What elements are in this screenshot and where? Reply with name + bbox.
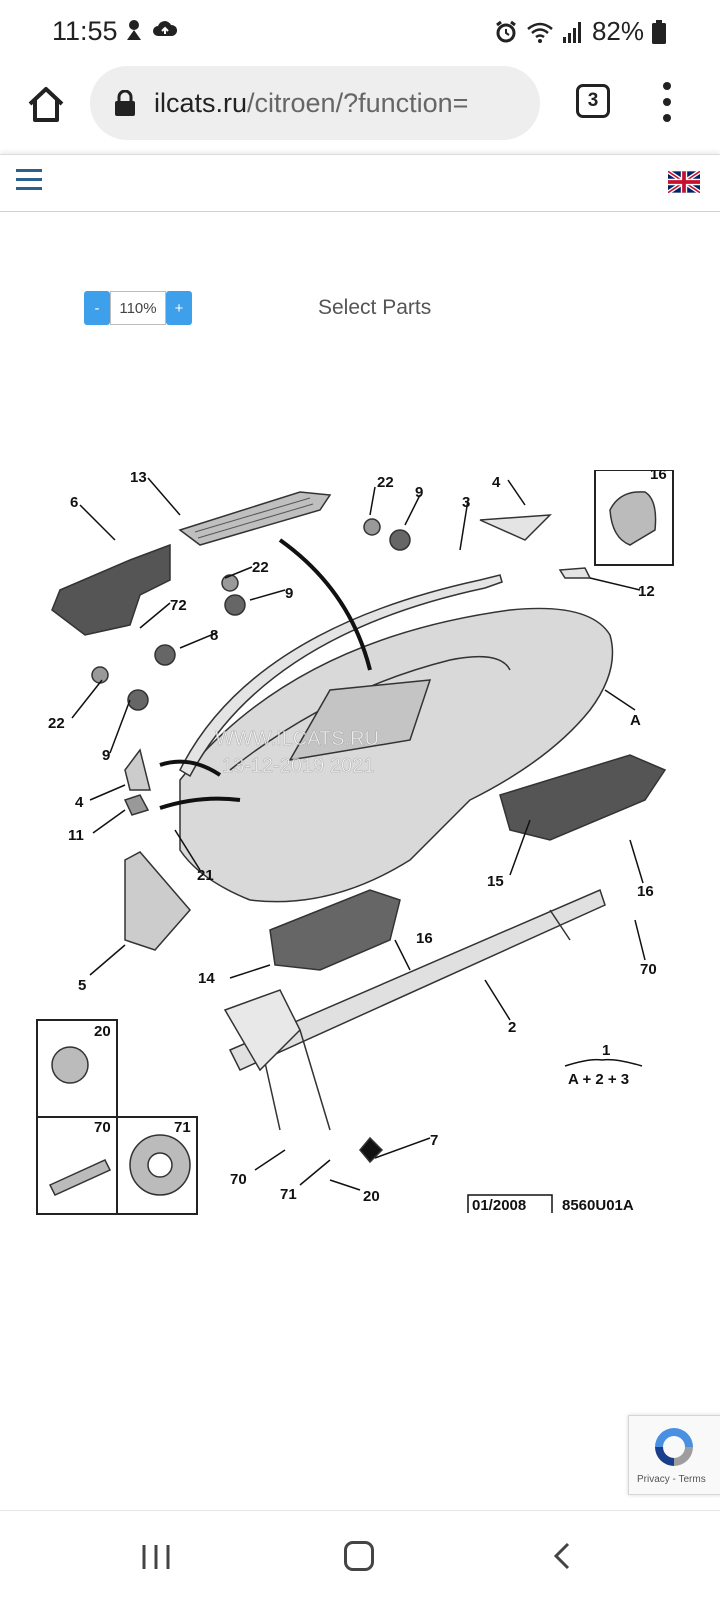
zoom-control: - 110% + xyxy=(84,291,192,325)
cloud-icon xyxy=(153,21,178,36)
callout-label[interactable]: 8 xyxy=(210,627,218,644)
callout-label[interactable]: 9 xyxy=(415,484,423,501)
recaptcha-icon xyxy=(655,1428,693,1466)
callout-label[interactable]: 21 xyxy=(197,867,214,884)
home-icon[interactable] xyxy=(24,82,68,126)
lock-icon xyxy=(115,90,135,116)
address-bar[interactable]: ilcats.ru/citroen/?function= xyxy=(90,66,540,140)
callout-label[interactable]: 7 xyxy=(430,1132,438,1149)
callout-label[interactable]: 5 xyxy=(78,977,86,994)
callout-label[interactable]: A xyxy=(630,712,641,729)
battery-icon xyxy=(652,19,666,44)
status-right: 82% xyxy=(494,16,666,47)
side-panel-5 xyxy=(124,851,191,951)
url-path: /citroen/?function= xyxy=(247,87,469,118)
callout-label[interactable]: 72 xyxy=(170,597,187,614)
glovebox-14 xyxy=(269,889,401,971)
alarm-icon xyxy=(496,20,516,42)
callout-label[interactable]: 22 xyxy=(377,474,394,491)
parts-diagram[interactable]: 13 22 9 3 4 16 6 22 9 12 72 8 22 9 A 4 1… xyxy=(30,470,690,1240)
status-time: 11:55 xyxy=(52,16,118,46)
zoom-in-button[interactable]: + xyxy=(166,291,192,325)
more-options-icon[interactable] xyxy=(660,82,674,122)
recaptcha-badge[interactable]: Privacy - Terms xyxy=(628,1415,720,1495)
callout-label[interactable]: 22 xyxy=(48,715,65,732)
tab-switcher-button[interactable]: 3 xyxy=(576,84,610,118)
battery-percent: 82% xyxy=(591,16,644,46)
callout-label[interactable]: 70 xyxy=(230,1171,247,1188)
url-text: ilcats.ru/citroen/?function= xyxy=(154,88,468,119)
trim-strip xyxy=(179,574,503,778)
callout-label[interactable]: 11 xyxy=(68,827,84,844)
block-6 xyxy=(51,543,171,636)
callout-label[interactable]: 15 xyxy=(487,873,504,890)
callout-label[interactable]: 4 xyxy=(492,474,501,491)
page-title: Select Parts xyxy=(318,296,432,319)
callout-label[interactable]: 20 xyxy=(94,1023,111,1040)
browser-toolbar: ilcats.ru/citroen/?function= 3 xyxy=(0,64,720,154)
recaptcha-links[interactable]: Privacy - Terms xyxy=(637,1474,706,1485)
wifi-icon xyxy=(527,22,553,43)
callout-label[interactable]: 9 xyxy=(285,585,293,602)
callout-label[interactable]: 14 xyxy=(198,970,215,987)
hamburger-menu-icon[interactable] xyxy=(16,169,42,191)
callout-label[interactable]: 22 xyxy=(252,559,269,576)
date-code: 01/2008 xyxy=(472,1197,526,1214)
callout-label[interactable]: 13 xyxy=(130,470,147,486)
callout-label[interactable]: 71 xyxy=(280,1186,297,1203)
assembly-number: 1 xyxy=(602,1042,610,1059)
recent-apps-icon[interactable] xyxy=(140,1543,172,1571)
callout-label[interactable]: 16 xyxy=(416,930,433,947)
cross-beam-2 xyxy=(228,888,606,1071)
status-left-icons xyxy=(124,18,178,42)
panel-15 xyxy=(499,754,667,841)
watermark-date: 13-12-2019 2021 xyxy=(222,755,374,777)
callout-label[interactable]: 71 xyxy=(174,1119,191,1136)
callout-label[interactable]: 3 xyxy=(462,494,470,511)
zoom-out-button[interactable]: - xyxy=(84,291,110,325)
system-navigation-bar xyxy=(0,1510,720,1600)
callout-label[interactable]: 4 xyxy=(75,794,84,811)
home-button[interactable] xyxy=(344,1541,374,1571)
callout-label[interactable]: 70 xyxy=(94,1119,111,1136)
site-navbar xyxy=(0,154,720,212)
watermark: WWW.ILCATS.RU xyxy=(215,728,379,750)
reference-code: 8560U01A xyxy=(562,1197,634,1214)
uk-flag-icon[interactable] xyxy=(668,171,700,193)
status-bar: 11:55 82% xyxy=(0,0,720,64)
signal-icon xyxy=(562,21,581,43)
assembly-formula: A + 2 + 3 xyxy=(568,1071,629,1088)
dashboard-body xyxy=(179,607,614,903)
back-icon[interactable] xyxy=(550,1541,574,1571)
callout-label[interactable]: 2 xyxy=(508,1019,516,1036)
callout-label[interactable]: 12 xyxy=(638,583,655,600)
zoom-level: 110% xyxy=(110,291,166,325)
callout-label[interactable]: 16 xyxy=(637,883,654,900)
callout-label[interactable]: 9 xyxy=(102,747,110,764)
callout-label[interactable]: 70 xyxy=(640,961,657,978)
notification-icon xyxy=(127,20,141,40)
callout-label[interactable]: 16 xyxy=(650,470,667,483)
callout-label[interactable]: 20 xyxy=(363,1188,380,1205)
callout-label[interactable]: 6 xyxy=(70,494,78,511)
url-domain: ilcats.ru xyxy=(154,87,248,118)
